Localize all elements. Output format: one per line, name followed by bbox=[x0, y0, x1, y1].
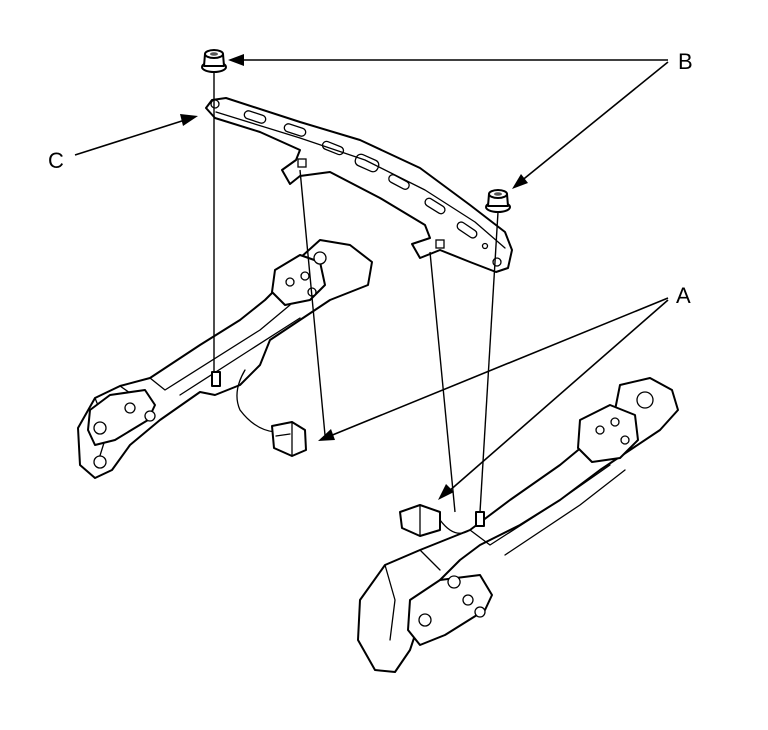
leader-arrows bbox=[74, 54, 669, 500]
flange-nut-right bbox=[485, 189, 511, 213]
alignment-lines bbox=[213, 72, 499, 513]
seat-rail-right bbox=[357, 377, 679, 673]
callout-label-a: A bbox=[676, 283, 691, 308]
cross-member-bracket bbox=[205, 97, 513, 273]
flange-nut-left bbox=[201, 49, 227, 73]
callout-label-b: B bbox=[678, 49, 693, 74]
callout-label-c: C bbox=[48, 148, 64, 173]
seat-rail-left bbox=[77, 239, 373, 479]
